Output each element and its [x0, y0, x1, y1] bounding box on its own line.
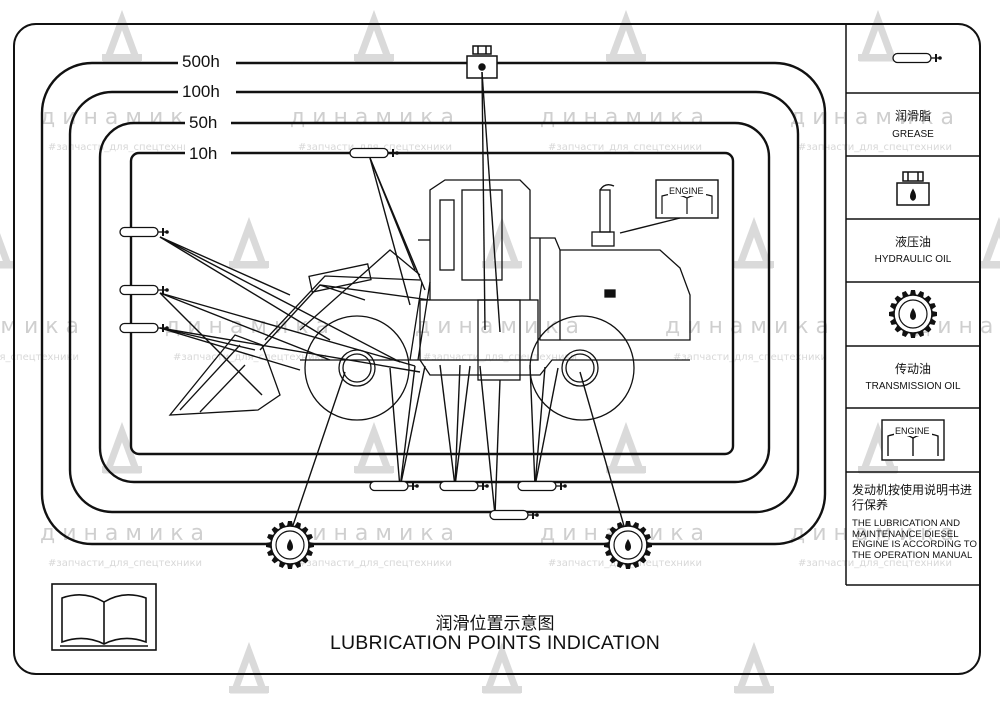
transmission-gear-left — [266, 521, 314, 569]
legend-hydraulic-tank-icon — [896, 171, 930, 206]
gear-tooth — [271, 556, 279, 564]
transmission-gear-right — [604, 521, 652, 569]
gear-tooth — [287, 521, 293, 526]
wheel-loader-drawing — [168, 179, 691, 421]
watermark-tagline: #запчасти_для_спецтехники — [673, 352, 827, 363]
gear-tooth — [604, 542, 609, 548]
watermark-brand: динамика — [415, 314, 586, 339]
ring-100h — [68, 90, 800, 514]
gear-tooth — [910, 290, 916, 295]
watermark-tagline: #запчасти_для_спецтехники — [173, 352, 327, 363]
gear-tooth — [639, 556, 647, 564]
gear-tooth — [894, 325, 902, 333]
legend-transmission-cn: 传动油 — [894, 362, 931, 376]
legend-grease-en: GREASE — [892, 129, 934, 140]
interval-label-50h: 50h — [189, 113, 217, 132]
watermark-tagline: #запчасти_для_спецтехники — [298, 558, 452, 569]
legend-engine-manual-icon: ENGINE — [881, 419, 945, 461]
legend-grease-gun-icon — [892, 52, 943, 64]
gear-tooth — [647, 542, 652, 548]
gear-tooth — [609, 556, 617, 564]
watermark-brand: динамика — [540, 105, 711, 130]
legend-engine-badge-label: ENGINE — [895, 426, 930, 436]
engine-note-en: THE LUBRICATION AND MAINTENANCE DIESEL E… — [852, 518, 977, 561]
gear-tooth — [287, 564, 293, 569]
watermark-tagline: #запчасти_для_спецтехники — [48, 558, 202, 569]
leader-lines — [159, 71, 681, 541]
legend-sidebar — [845, 24, 980, 586]
gear-tooth — [924, 325, 932, 333]
grease-gun-icon — [119, 322, 170, 334]
gear-tooth — [639, 526, 647, 534]
ring-10h — [129, 151, 735, 456]
grease-gun-icon — [119, 226, 170, 238]
watermark-tagline: #запчасти_для_спецтехники — [798, 142, 952, 153]
legend-transmission-en: TRANSMISSION OIL — [865, 381, 961, 392]
watermark-brand: динамика — [665, 314, 836, 339]
gear-tooth — [625, 521, 631, 526]
gear-tooth — [910, 333, 916, 338]
gear-tooth — [301, 526, 309, 534]
interval-label-500h: 500h — [182, 52, 220, 71]
watermark-brand: динамика — [290, 521, 461, 546]
gear-tooth — [609, 526, 617, 534]
engine-note-cn: 发动机按使用说明书进行保养 — [852, 483, 973, 512]
watermark-tagline: #запчасти_для_спецтехники — [298, 142, 452, 153]
legend-grease-cn: 润滑脂 — [894, 109, 931, 123]
watermark-text: динамика динамика динамика динамика #зап… — [0, 105, 1000, 569]
legend-transmission-gear-icon — [889, 290, 937, 338]
legend-hydraulic-en: HYDRAULIC OIL — [874, 254, 952, 265]
engine-badge-label: ENGINE — [669, 186, 704, 196]
watermark-tagline: #запчасти_для_спецтехники — [0, 352, 79, 363]
watermark-tagline: #запчасти_для_спецтехники — [548, 142, 702, 153]
interval-labels: 500h 100h 50h 10h — [178, 50, 236, 163]
watermark-tagline: #запчасти_для_спецтехники — [423, 352, 577, 363]
legend-hydraulic-cn: 液压油 — [894, 235, 931, 249]
manual-book-icon — [51, 583, 157, 651]
interval-label-10h: 10h — [189, 144, 217, 163]
engine-manual-badge: ENGINE — [655, 179, 719, 219]
interval-label-100h: 100h — [182, 82, 220, 101]
watermark-tagline: #запчасти_для_спецтехники — [48, 142, 202, 153]
interval-rings — [40, 61, 827, 546]
gear-tooth — [924, 295, 932, 303]
gear-tooth — [301, 556, 309, 564]
gear-tooth — [309, 542, 314, 548]
watermark-brand: динамика — [40, 521, 211, 546]
gear-tooth — [889, 311, 894, 317]
diagram-title-cn: 润滑位置示意图 — [435, 614, 555, 634]
gear-tooth — [932, 311, 937, 317]
watermark-brand: динамика — [790, 105, 961, 130]
gear-tooth — [271, 526, 279, 534]
watermark-brand: динамика — [790, 521, 961, 546]
gear-tooth — [625, 564, 631, 569]
ring-500h — [40, 61, 827, 546]
front-wheel — [304, 315, 410, 421]
diagram-title-en: LUBRICATION POINTS INDICATION — [329, 632, 661, 654]
ring-50h — [98, 121, 771, 484]
outer-frame — [13, 23, 981, 675]
watermark-tagline: #запчасти_для_спецтехники — [798, 558, 952, 569]
gear-tooth — [266, 542, 271, 548]
gear-tooth — [894, 295, 902, 303]
watermark-brand: динамика — [290, 105, 461, 130]
